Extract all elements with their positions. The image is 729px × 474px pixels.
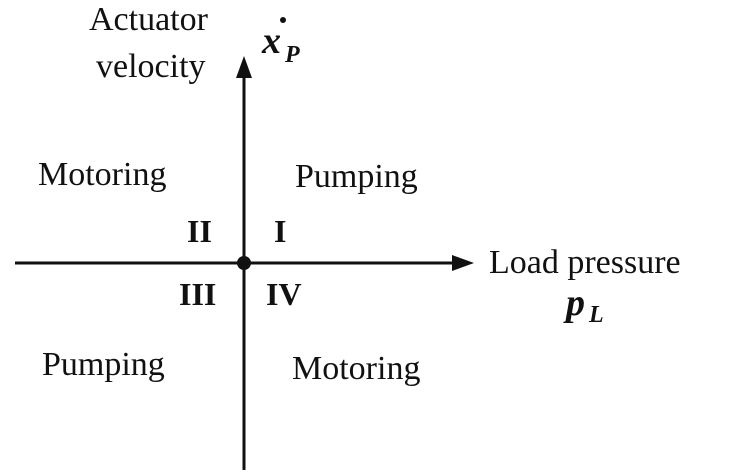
quadrant-ii-mode: Motoring xyxy=(38,156,166,193)
vertical-axis-symbol: x P xyxy=(261,17,300,68)
horizontal-axis-label: Load pressure xyxy=(489,244,681,281)
quadrant-iv-numeral: IV xyxy=(266,276,302,312)
horizontal-axis-symbol-subscript: L xyxy=(588,302,604,328)
vertical-axis-symbol-letter: x xyxy=(261,20,281,62)
vertical-axis-symbol-subscript: P xyxy=(284,42,300,68)
quadrant-iv-mode: Motoring xyxy=(292,350,420,387)
horizontal-axis-symbol-letter: p xyxy=(563,282,585,324)
time-derivative-dot xyxy=(280,17,286,23)
vertical-axis-label-line2: velocity xyxy=(96,48,206,85)
quadrant-i-numeral: I xyxy=(274,213,286,249)
horizontal-axis-arrowhead xyxy=(452,255,474,271)
quadrant-iii-mode: Pumping xyxy=(42,346,165,383)
origin-point xyxy=(237,256,251,270)
quadrant-i-mode: Pumping xyxy=(295,158,418,195)
horizontal-axis-symbol: p L xyxy=(563,282,604,328)
vertical-axis-label-line1: Actuator xyxy=(89,1,209,38)
vertical-axis-arrowhead xyxy=(236,56,252,78)
quadrant-ii-numeral: II xyxy=(187,213,212,249)
quadrant-iii-numeral: III xyxy=(179,276,216,312)
